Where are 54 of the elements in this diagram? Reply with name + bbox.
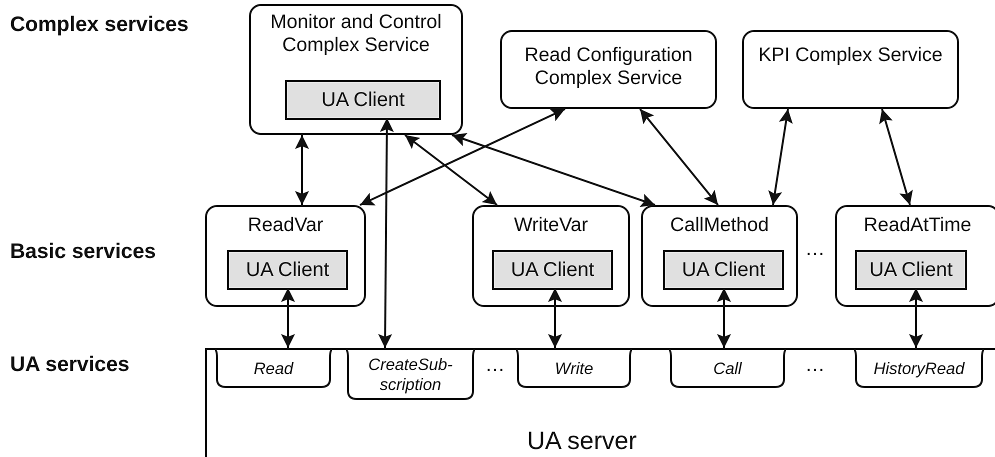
service-tab — [668, 350, 787, 387]
service-name: CreateSub-scription — [367, 354, 454, 394]
service-box — [835, 205, 995, 307]
ellipsis: … — [805, 238, 825, 261]
service-tab — [214, 350, 333, 387]
service-tab — [515, 350, 633, 387]
client-box — [227, 250, 348, 290]
service-name: KPI Complex Service — [757, 44, 944, 67]
ellipsis: … — [805, 354, 825, 377]
arrow — [639, 108, 719, 206]
service-name: Read Configuration Complex Service — [523, 44, 694, 90]
arrow — [717, 288, 731, 348]
service-name: Write — [554, 358, 594, 378]
client-box — [285, 80, 441, 120]
ellipsis: … — [485, 354, 505, 377]
service-name: ReadVar — [246, 214, 324, 237]
service-box — [249, 4, 463, 135]
arrow — [548, 288, 562, 348]
arrow — [404, 134, 498, 206]
client-box — [663, 250, 784, 290]
arrow — [378, 118, 394, 348]
client-name: UA Client — [682, 258, 766, 282]
layer-label: Basic services — [10, 240, 156, 264]
layer-label: Complex services — [10, 13, 189, 37]
layer-label: UA services — [10, 353, 130, 377]
arrow — [879, 108, 913, 206]
service-box — [205, 205, 366, 307]
arrow — [360, 108, 566, 206]
client-name: UA Client — [869, 258, 953, 282]
server-box — [205, 348, 995, 457]
client-name: UA Client — [246, 258, 330, 282]
client-box — [492, 250, 613, 290]
arrow — [281, 288, 295, 348]
service-tab — [345, 350, 476, 399]
server-name: UA server — [527, 427, 637, 456]
service-tab — [853, 350, 985, 387]
service-box — [641, 205, 798, 307]
service-box — [742, 30, 959, 109]
service-name: Monitor and Control Complex Service — [269, 11, 443, 57]
client-name: UA Client — [321, 88, 405, 112]
service-name: CallMethod — [669, 214, 770, 237]
arrow — [295, 135, 309, 205]
service-box — [500, 30, 717, 109]
service-name: Read — [252, 358, 294, 378]
service-box — [472, 205, 630, 307]
arrow — [909, 288, 923, 348]
client-name: UA Client — [510, 258, 594, 282]
service-name: HistoryRead — [872, 358, 966, 378]
service-name: WriteVar — [512, 214, 590, 237]
arrow — [768, 108, 793, 206]
arrow — [452, 132, 656, 208]
client-box — [855, 250, 967, 290]
service-name: ReadAtTime — [862, 214, 972, 237]
service-name: Call — [712, 358, 743, 378]
